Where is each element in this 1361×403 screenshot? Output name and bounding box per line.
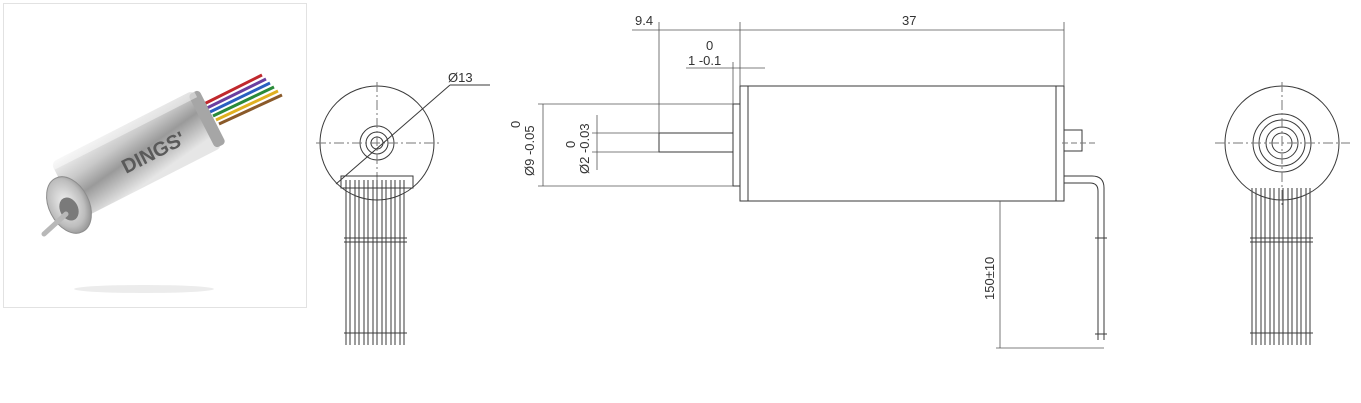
flange-label: Ø9 -0.05 (522, 125, 537, 176)
product-photo: DINGS' (3, 3, 307, 308)
dim-flange-diameter (538, 103, 733, 187)
side-lead-wire (1064, 175, 1105, 340)
side-lead-wire-inner (1064, 182, 1099, 340)
dim-flange-step (686, 62, 765, 104)
dim-body-length (740, 22, 1065, 86)
motor-photo-illustration: DINGS' (41, 73, 283, 293)
side-view (658, 85, 1107, 340)
rear-wires (1250, 188, 1313, 345)
motor-shaft-photo (41, 211, 69, 237)
side-shaft (658, 132, 734, 153)
front-diameter-label: Ø13 (448, 70, 473, 85)
diameter-leader-line (335, 84, 451, 185)
front-wires (344, 180, 407, 345)
motor-body-photo (50, 90, 225, 218)
lead-length-label: 150±10 (982, 257, 997, 300)
flange-upper-tol: 0 (508, 121, 523, 128)
dim-shaft-diameter (592, 115, 659, 170)
lead-wires (203, 73, 283, 126)
side-motor-body (739, 85, 1065, 202)
shaft-label: Ø2 -0.03 (577, 123, 592, 174)
dim-lead-length (996, 201, 1104, 349)
step-upper-tol: 0 (706, 38, 713, 53)
body-length-label: 37 (902, 13, 916, 28)
photo-shadow (74, 285, 214, 293)
terminal-block-edge (340, 175, 350, 188)
dim-shaft-length (632, 22, 741, 133)
side-flange (732, 103, 741, 187)
step-label: 1 -0.1 (688, 53, 721, 68)
rear-view (1215, 82, 1350, 345)
shaft-upper-tol: 0 (563, 141, 578, 148)
front-view (316, 82, 490, 345)
side-rear-stub (1063, 129, 1083, 152)
shaft-length-label: 9.4 (635, 13, 653, 28)
